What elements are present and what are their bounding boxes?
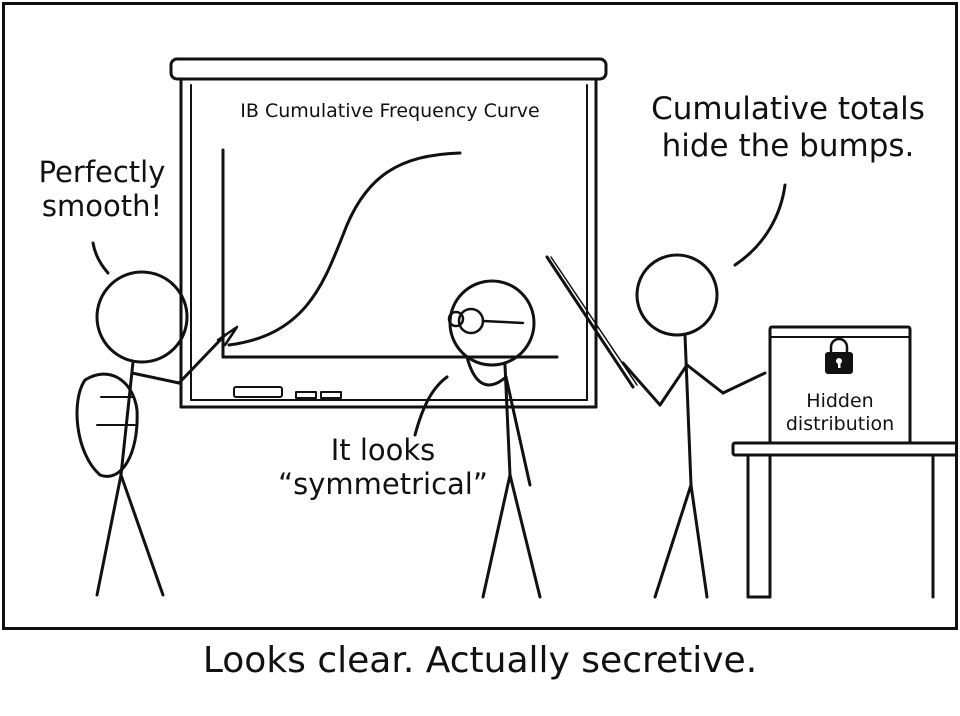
marker [320,391,342,399]
speech-pointer-middle [413,375,449,437]
pointer-stick [545,255,638,389]
speech-pointer-left [91,241,110,275]
whiteboard [169,57,608,409]
box-label-line: distribution [785,412,895,435]
student-left [75,270,239,597]
speech-line: It looks [330,433,436,467]
comic-drawing [75,57,955,599]
speech-middle: It looks “symmetrical” [273,433,493,501]
marker [295,391,317,399]
backpack [75,372,139,478]
box-label: Hidden distribution [770,390,910,436]
board-title: IB Cumulative Frequency Curve [240,100,540,122]
box-label-line: Hidden [806,390,874,412]
comic-panel: IB Cumulative Frequency Curve Perfectly … [2,2,958,630]
speech-line: Perfectly [38,155,166,189]
speech-left: Perfectly smooth! [17,155,187,223]
comic-caption: Looks clear. Actually secretive. [202,640,758,681]
speech-line: smooth! [41,189,163,224]
speech-line: Cumulative totals [651,91,925,127]
cumulative-frequency-curve [221,148,559,359]
speech-right: Cumulative totals hide the bumps. [623,91,953,164]
board-eraser [233,386,283,398]
speech-line: hide the bumps. [661,127,915,164]
speech-line: “symmetrical” [278,467,488,502]
speech-pointer-right [733,183,787,267]
glasses-icon [447,307,525,335]
desk [731,441,955,599]
teacher-right [545,253,767,599]
whiteboard-roller [169,57,608,81]
student-middle [447,279,542,599]
padlock-icon [825,337,853,374]
hidden-distribution-box [768,325,912,445]
